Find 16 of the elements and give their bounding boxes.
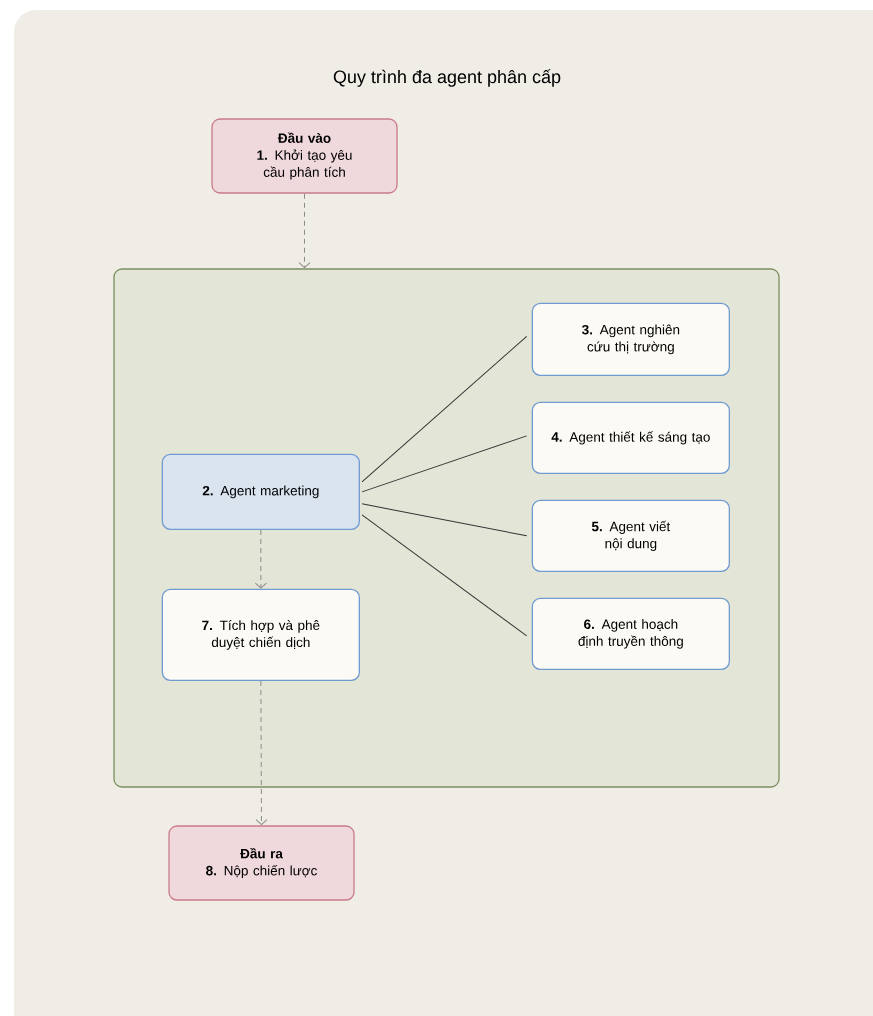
io-box: Đầu ra 8. Nộp chiến lược [168, 825, 355, 901]
connector-line [361, 514, 528, 637]
task-box: 6. Agent hoạch định truyền thông [531, 597, 730, 670]
io-box: Đầu vào 1. Khởi tạo yêu cầu phân tích [211, 118, 398, 194]
arrow [254, 529, 267, 589]
arrow [255, 680, 268, 826]
title: Quy trình đa agent phân cấp [333, 69, 561, 87]
arrow [298, 193, 311, 269]
agent-box: 2. Agent marketing [161, 453, 360, 530]
task-box: 4. Agent thiết kế sáng tạo [531, 401, 730, 474]
connector-line [361, 335, 528, 483]
task-box: 5. Agent viết nội dung [531, 499, 730, 572]
task-box: 7. Tích hợp và phê duyệt chiến dịch [161, 588, 360, 681]
task-box: 3. Agent nghiên cứu thị trường [531, 302, 730, 376]
connector-line [361, 503, 528, 537]
connector-line [361, 435, 528, 493]
